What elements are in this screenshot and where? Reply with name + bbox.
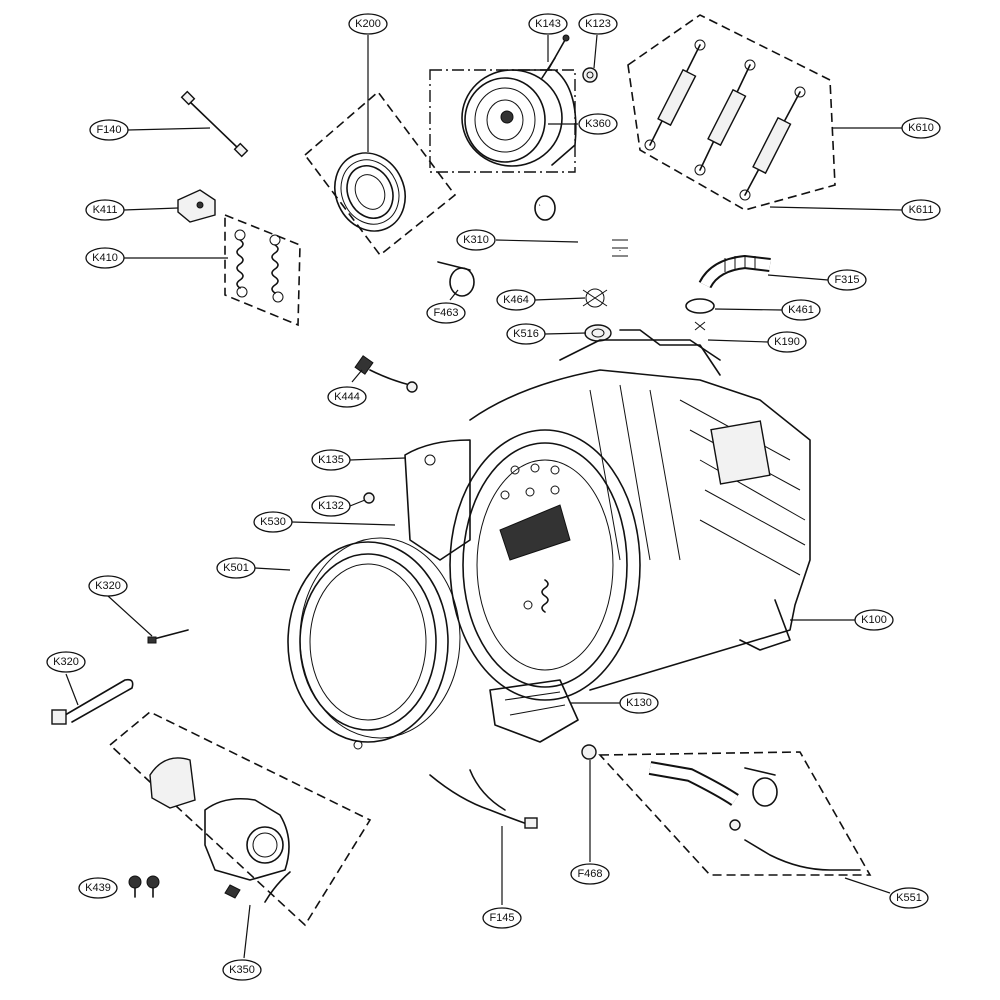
- callout-k411: K411: [85, 199, 125, 221]
- callout-text-f140: F140: [96, 124, 121, 136]
- callout-text-k350: K350: [229, 964, 255, 976]
- callout-text-k610: K610: [908, 122, 934, 134]
- callout-k320-sensor: K320: [88, 575, 128, 597]
- front-ring-part: [287, 537, 461, 750]
- callout-text-k320-sensor: K320: [95, 580, 121, 592]
- screw-parts: [128, 875, 160, 898]
- callout-text-k135: K135: [318, 454, 344, 466]
- callout-k130: K130: [619, 692, 659, 714]
- callout-text-k611: K611: [909, 204, 934, 216]
- callout-text-k501: K501: [223, 562, 249, 574]
- hose-clip-part: [581, 744, 597, 760]
- callout-text-k200: K200: [355, 18, 381, 30]
- callout-text-k143: K143: [535, 18, 561, 30]
- callout-k310: K310: [456, 229, 496, 251]
- valve-seal-part: [582, 288, 612, 342]
- callout-k190: K190: [767, 331, 807, 353]
- callout-k610: K610: [901, 117, 941, 139]
- callout-text-f463: F463: [433, 307, 458, 319]
- group-outline-drain-pump: [108, 711, 372, 927]
- callout-text-k100: K100: [861, 614, 887, 626]
- callout-k516: K516: [506, 323, 546, 345]
- callout-text-k123: K123: [585, 18, 611, 30]
- wire-harness-part: [429, 769, 538, 829]
- callout-k461: K461: [781, 299, 821, 321]
- damper-parts: [644, 39, 806, 201]
- group-outline-drain-hose: [598, 751, 872, 876]
- rotor-part: [461, 69, 577, 167]
- sensor-part: [354, 355, 418, 393]
- callout-k439: K439: [78, 877, 118, 899]
- callout-text-k530: K530: [260, 516, 286, 528]
- spring-parts: [234, 229, 284, 303]
- sensor-wire-part: [147, 629, 189, 644]
- hose-part: [534, 195, 628, 257]
- front-frame-part: [404, 439, 471, 561]
- callout-text-k190: K190: [774, 336, 800, 348]
- callout-k350: K350: [222, 959, 262, 981]
- callout-k464: K464: [496, 289, 536, 311]
- group-outline-stator: [303, 90, 457, 257]
- callout-text-k461: K461: [788, 304, 814, 316]
- callout-text-k444: K444: [334, 391, 360, 403]
- callout-k444: K444: [327, 386, 367, 408]
- callout-k320-heater: K320: [46, 651, 86, 673]
- callout-f145: F145: [482, 907, 522, 929]
- callout-f463: F463: [426, 302, 466, 324]
- stator-part: [334, 152, 406, 232]
- callout-k143: K143: [528, 13, 568, 35]
- callout-f140: F140: [89, 119, 129, 141]
- callout-text-k551: K551: [896, 892, 922, 904]
- callout-text-k132: K132: [318, 500, 344, 512]
- callout-f315: F315: [827, 269, 867, 291]
- callout-text-f468: F468: [577, 868, 602, 880]
- callout-k551: K551: [889, 887, 929, 909]
- callout-k501: K501: [216, 557, 256, 579]
- clamp-part: [437, 261, 475, 297]
- callout-text-f145: F145: [489, 912, 514, 924]
- callout-k200: K200: [348, 13, 388, 35]
- callout-k132: K132: [311, 495, 351, 517]
- leader-lines: [65, 34, 903, 959]
- bellows-hose-part: [698, 254, 771, 289]
- callout-k530: K530: [253, 511, 293, 533]
- callout-text-f315: F315: [834, 274, 859, 286]
- wire-part: [180, 90, 249, 158]
- tub-front-opening: [449, 429, 641, 701]
- callout-text-k410: K410: [92, 252, 118, 264]
- group-outline-dampers: [627, 14, 836, 211]
- callout-text-k130: K130: [626, 697, 652, 709]
- bracket-part: [177, 189, 216, 223]
- callout-f468: F468: [570, 863, 610, 885]
- callout-k611: K611: [901, 199, 941, 221]
- bolt-part: [541, 34, 570, 79]
- callout-text-k360: K360: [585, 118, 611, 130]
- callout-k100: K100: [854, 609, 894, 631]
- callout-text-k411: K411: [93, 204, 118, 216]
- nut-part: [582, 67, 598, 83]
- drain-hose-part: [648, 761, 861, 871]
- gasket-part: [685, 298, 715, 331]
- group-outline-springs: [224, 213, 301, 327]
- small-screw-part: [363, 492, 375, 504]
- heater-part: [51, 678, 134, 725]
- callout-k410: K410: [85, 247, 125, 269]
- callout-k360: K360: [578, 113, 618, 135]
- callout-text-k464: K464: [503, 294, 529, 306]
- callout-k123: K123: [578, 13, 618, 35]
- callout-text-k439: K439: [85, 882, 111, 894]
- callout-text-k320-heater: K320: [53, 656, 79, 668]
- tub-part: [469, 329, 811, 691]
- callout-k135: K135: [311, 449, 351, 471]
- callout-text-k516: K516: [513, 328, 539, 340]
- tub-bracket-part: [489, 679, 579, 743]
- callout-text-k310: K310: [463, 234, 489, 246]
- drain-pump-part: [149, 757, 291, 903]
